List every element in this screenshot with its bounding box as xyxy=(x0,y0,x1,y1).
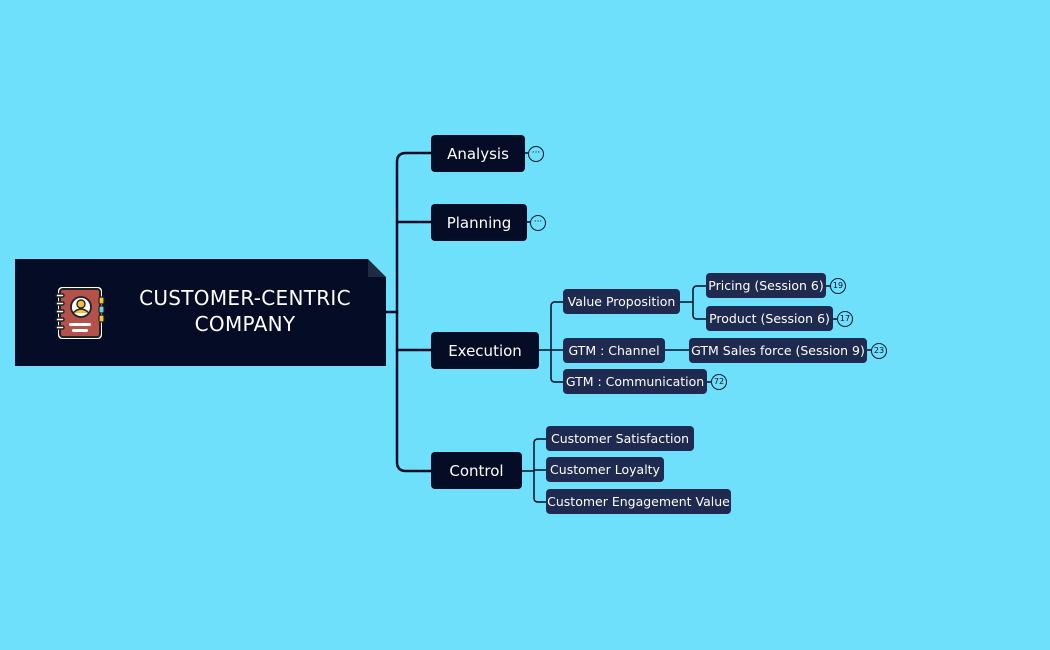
subtopic-pricing[interactable]: Pricing (Session 6) xyxy=(706,273,826,298)
topic-planning[interactable]: Planning xyxy=(431,204,527,241)
subtopic-customer-engagement-value-label: Customer Engagement Value xyxy=(547,494,730,509)
topic-analysis-label: Analysis xyxy=(447,144,509,163)
subtopic-gtm-channel[interactable]: GTM : Channel xyxy=(563,338,665,363)
root-title-line1: CUSTOMER-CENTRIC xyxy=(139,286,351,310)
subtopic-product[interactable]: Product (Session 6) xyxy=(706,306,833,331)
root-topic[interactable]: CUSTOMER-CENTRIC COMPANY xyxy=(15,259,386,366)
subtopic-customer-satisfaction-label: Customer Satisfaction xyxy=(550,431,690,446)
topic-analysis[interactable]: Analysis xyxy=(431,135,525,172)
subtopic-gtm-communication-label: GTM : Communication xyxy=(565,374,705,389)
subtopic-customer-loyalty-label: Customer Loyalty xyxy=(550,462,660,477)
contact-book-icon xyxy=(55,287,105,339)
topic-control[interactable]: Control xyxy=(431,452,522,489)
connector-execution-spine xyxy=(550,301,564,383)
collapsed-indicator-planning[interactable]: ··· xyxy=(530,215,546,231)
folded-corner xyxy=(368,259,386,277)
topic-planning-label: Planning xyxy=(446,213,512,232)
subtopic-gtm-sales-force[interactable]: GTM Sales force (Session 9) xyxy=(689,338,867,363)
subtopic-customer-engagement-value[interactable]: Customer Engagement Value xyxy=(546,489,731,514)
subtopic-value-proposition[interactable]: Value Proposition xyxy=(563,289,680,314)
subtopic-pricing-label: Pricing (Session 6) xyxy=(708,278,824,293)
subtopic-customer-satisfaction[interactable]: Customer Satisfaction xyxy=(546,426,694,451)
subtopic-gtm-sales-force-label: GTM Sales force (Session 9) xyxy=(691,343,865,358)
collapsed-indicator-analysis[interactable]: ··· xyxy=(528,146,544,162)
topic-execution-label: Execution xyxy=(448,341,522,360)
topic-execution[interactable]: Execution xyxy=(431,332,539,369)
subtopic-customer-loyalty[interactable]: Customer Loyalty xyxy=(546,457,664,482)
topic-control-label: Control xyxy=(449,461,504,480)
connector-vp-spine xyxy=(692,285,707,320)
subtopic-gtm-communication[interactable]: GTM : Communication xyxy=(563,369,707,394)
root-title-line2: COMPANY xyxy=(194,312,296,336)
connector-main-spine xyxy=(395,151,433,473)
subtopic-gtm-channel-label: GTM : Channel xyxy=(568,343,660,358)
count-badge-communication[interactable]: 72 xyxy=(711,374,727,390)
count-badge-sales-force[interactable]: 23 xyxy=(871,343,887,359)
subtopic-value-proposition-label: Value Proposition xyxy=(567,294,676,309)
count-badge-product[interactable]: 17 xyxy=(837,311,853,327)
count-badge-pricing[interactable]: 19 xyxy=(830,278,846,294)
root-title: CUSTOMER-CENTRIC COMPANY xyxy=(120,285,370,337)
subtopic-product-label: Product (Session 6) xyxy=(709,311,830,326)
